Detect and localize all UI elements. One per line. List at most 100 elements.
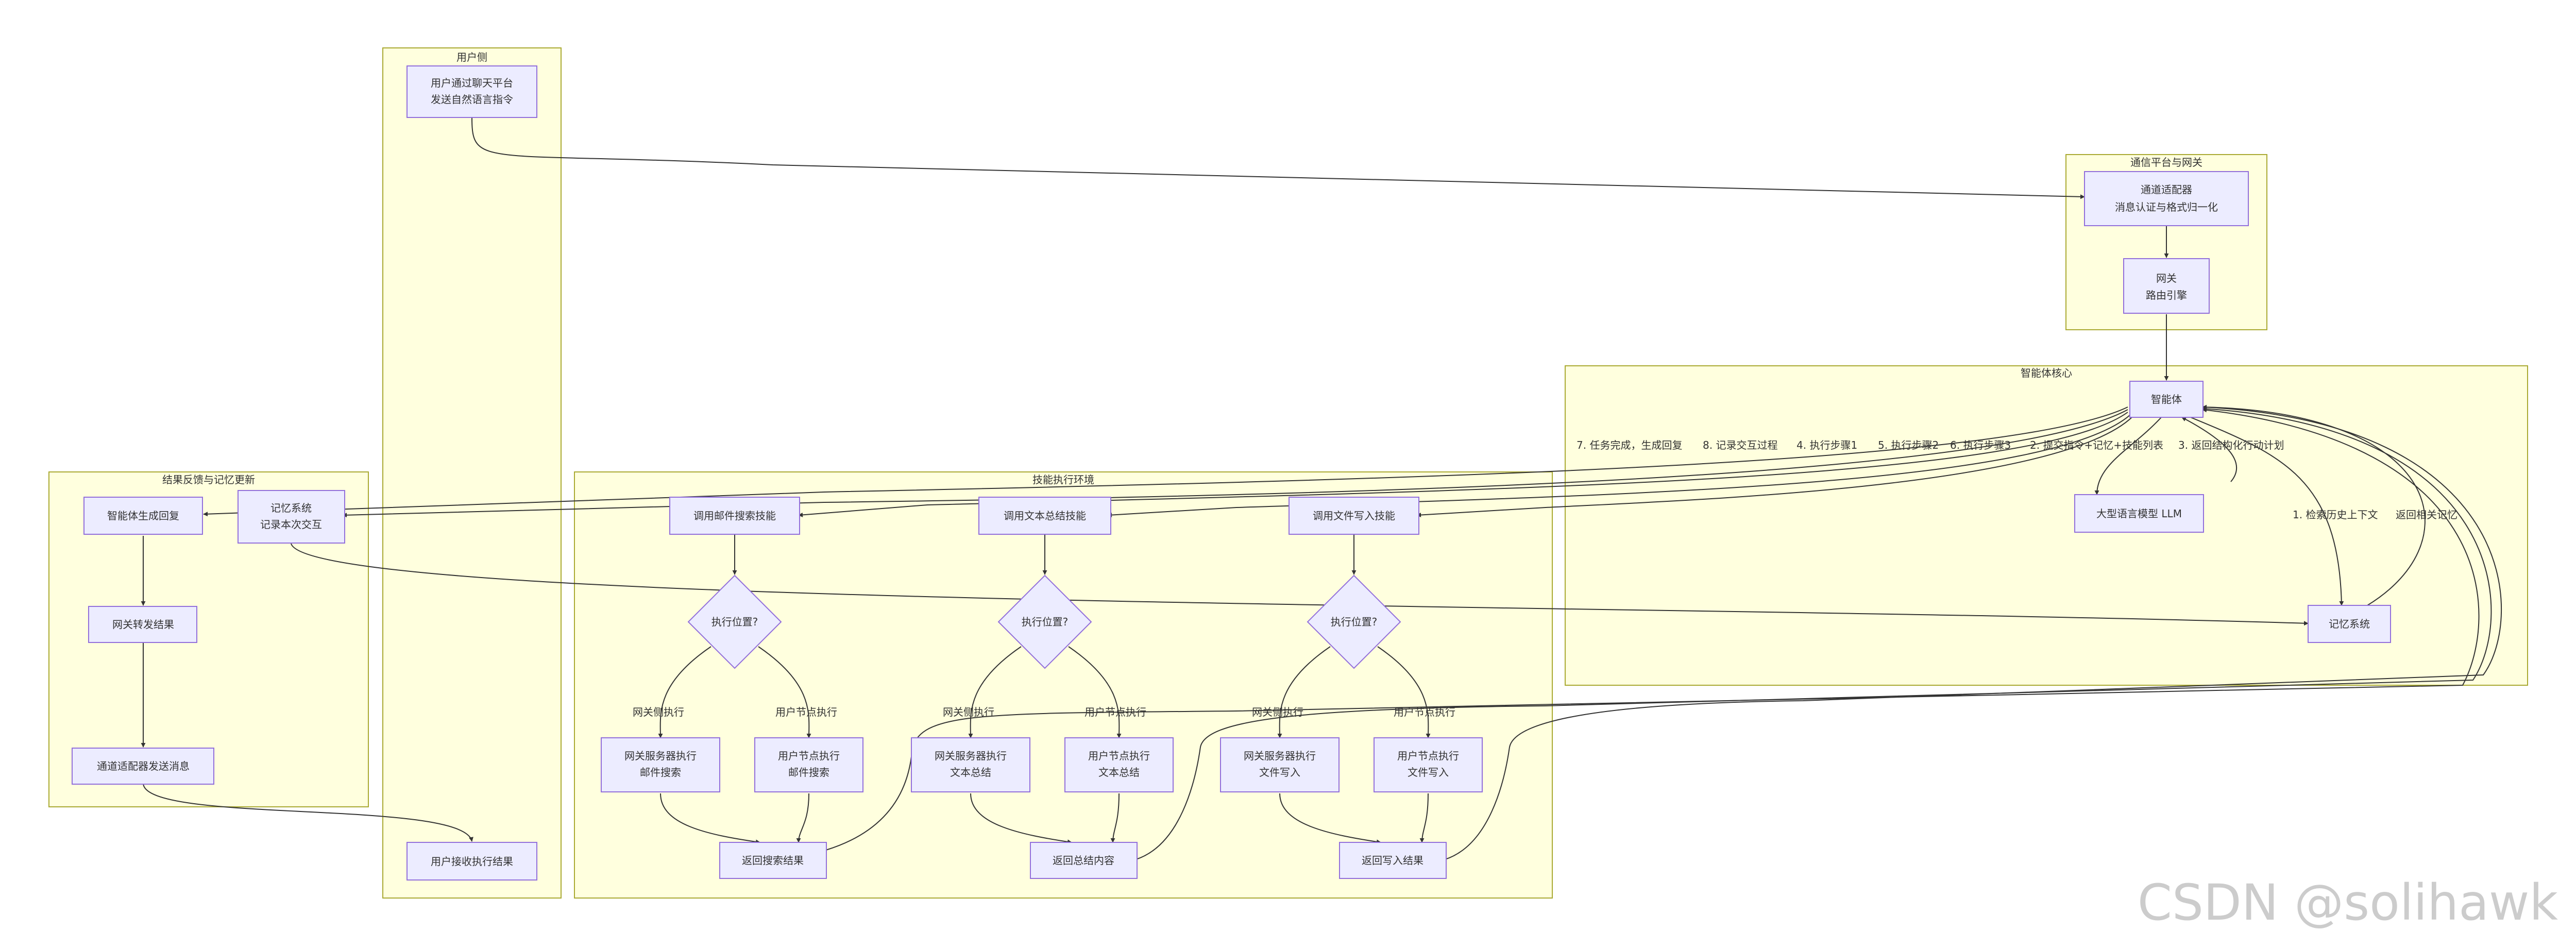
node-gw-email: 网关服务器执行 邮件搜索 — [601, 737, 720, 792]
svg-text:执行位置?: 执行位置? — [711, 616, 758, 628]
decision-summary: 执行位置? — [997, 574, 1092, 669]
edge-label: 用户节点执行 — [1394, 706, 1455, 718]
edge-label: 1. 检索历史上下文 — [2293, 509, 2378, 521]
svg-text:记忆系统: 记忆系统 — [2329, 618, 2370, 630]
svg-text:邮件搜索: 邮件搜索 — [788, 766, 829, 778]
edge-labels: 7. 任务完成，生成回复 8. 记录交互过程 4. 执行步骤1 5. 执行步骤2… — [633, 439, 2458, 718]
edge-return-search-to-agent — [825, 408, 2480, 851]
svg-text:用户节点执行: 用户节点执行 — [1397, 750, 1459, 762]
edge-agent-to-skill-email — [798, 412, 2128, 517]
edge-write-gw-to-return — [1279, 793, 1381, 844]
group-skill-env: 技能执行环境 — [574, 471, 1553, 899]
svg-text:文本总结: 文本总结 — [1098, 766, 1140, 778]
node-user-receive: 用户接收执行结果 — [406, 842, 537, 881]
edge-label: 用户节点执行 — [775, 706, 837, 718]
svg-text:执行位置?: 执行位置? — [1331, 616, 1378, 628]
node-gw-summary: 网关服务器执行 文本总结 — [911, 737, 1030, 792]
edge-agent-to-memory-core — [2184, 414, 2344, 606]
svg-text:网关服务器执行: 网关服务器执行 — [624, 750, 697, 762]
watermark: CSDN @solihawk — [2138, 874, 2558, 932]
node-skill-summary: 调用文本总结技能 — [978, 497, 1111, 535]
edge-memory-core-to-agent — [2202, 404, 2426, 606]
edge-agent-to-skill-write — [1416, 416, 2133, 518]
node-memory-core: 记忆系统 — [2308, 605, 2391, 643]
svg-text:文件写入: 文件写入 — [1408, 766, 1449, 778]
node-return-search: 返回搜索结果 — [719, 842, 827, 879]
svg-text:大型语言模型 LLM: 大型语言模型 LLM — [2096, 507, 2182, 520]
edge-return-summary-to-agent — [1136, 407, 2492, 860]
edge-user-to-adapter — [471, 117, 2085, 199]
edge-return-write-to-agent — [1445, 404, 2502, 860]
edge-write-node-to-return — [1419, 793, 1429, 843]
decision-write: 执行位置? — [1307, 574, 1401, 669]
svg-text:网关服务器执行: 网关服务器执行 — [1244, 750, 1316, 762]
node-agent: 智能体 — [2129, 381, 2204, 418]
edge-adapter-send-to-user — [143, 783, 473, 842]
node-user-write: 用户节点执行 文件写入 — [1374, 737, 1483, 792]
svg-text:通道适配器发送消息: 通道适配器发送消息 — [97, 760, 190, 772]
node-gateway-router: 网关 路由引擎 — [2123, 258, 2210, 314]
svg-text:文件写入: 文件写入 — [1259, 766, 1300, 778]
svg-text:执行位置?: 执行位置? — [1022, 616, 1069, 628]
svg-text:网关转发结果: 网关转发结果 — [112, 618, 174, 631]
svg-text:返回写入结果: 返回写入结果 — [1362, 854, 1423, 867]
node-llm: 大型语言模型 LLM — [2074, 494, 2204, 533]
decision-email: 执行位置? — [687, 574, 782, 669]
edge-decision-summary-node — [1068, 646, 1122, 738]
svg-text:调用文本总结技能: 调用文本总结技能 — [1004, 510, 1086, 522]
svg-text:文本总结: 文本总结 — [950, 766, 991, 778]
svg-text:返回总结内容: 返回总结内容 — [1053, 854, 1114, 867]
edge-email-gw-to-return — [660, 793, 760, 844]
edge-label: 7. 任务完成，生成回复 — [1577, 439, 1682, 451]
svg-text:智能体: 智能体 — [2151, 393, 2182, 405]
edge-label: 3. 返回结构化行动计划 — [2178, 439, 2284, 451]
node-user-summary: 用户节点执行 文本总结 — [1064, 737, 1174, 792]
edge-decision-summary-gw — [968, 646, 1022, 738]
node-memory-record: 记忆系统 记录本次交互 — [238, 490, 345, 544]
edge-label: 用户节点执行 — [1084, 706, 1146, 718]
svg-text:用户通过聊天平台: 用户通过聊天平台 — [431, 77, 513, 89]
svg-text:用户接收执行结果: 用户接收执行结果 — [431, 855, 513, 868]
edge-llm-to-agent — [2181, 417, 2238, 482]
edge-label: 2. 提交指令+记忆+技能列表 — [2030, 439, 2163, 451]
edge-label: 8. 记录交互过程 — [1703, 439, 1777, 451]
node-user-email: 用户节点执行 邮件搜索 — [754, 737, 863, 792]
svg-text:用户节点执行: 用户节点执行 — [778, 750, 840, 762]
svg-text:发送自然语言指令: 发送自然语言指令 — [431, 93, 513, 106]
group-title: 智能体核心 — [2021, 367, 2072, 379]
node-return-write: 返回写入结果 — [1339, 842, 1447, 879]
svg-text:通道适配器: 通道适配器 — [2141, 183, 2192, 196]
nodes: 用户通过聊天平台 发送自然语言指令 用户接收执行结果 通道适配器 消息认证与格式… — [72, 65, 2391, 881]
svg-text:调用邮件搜索技能: 调用邮件搜索技能 — [693, 510, 776, 522]
group-title: 通信平台与网关 — [2130, 156, 2202, 168]
svg-text:用户节点执行: 用户节点执行 — [1088, 750, 1150, 762]
node-agent-reply: 智能体生成回复 — [83, 497, 203, 535]
svg-text:邮件搜索: 邮件搜索 — [640, 766, 681, 778]
group-title: 技能执行环境 — [1032, 473, 1094, 486]
group-user-side: 用户侧 — [382, 47, 562, 899]
edge-decision-email-gw — [658, 646, 711, 738]
node-channel-adapter: 通道适配器 消息认证与格式归一化 — [2084, 171, 2249, 226]
edge-label: 网关侧执行 — [1252, 706, 1303, 718]
edge-label: 4. 执行步骤1 — [1797, 439, 1857, 451]
node-gw-write: 网关服务器执行 文件写入 — [1220, 737, 1340, 792]
node-user-send: 用户通过聊天平台 发送自然语言指令 — [406, 65, 537, 118]
group-title: 结果反馈与记忆更新 — [162, 473, 255, 486]
edge-label: 6. 执行步骤3 — [1950, 439, 2011, 451]
edge-decision-email-node — [758, 646, 811, 738]
svg-text:消息认证与格式归一化: 消息认证与格式归一化 — [2115, 201, 2218, 213]
edge-label: 返回相关记忆 — [2396, 509, 2458, 521]
edge-decision-write-gw — [1277, 646, 1331, 738]
svg-text:记录本次交互: 记录本次交互 — [260, 518, 322, 531]
edge-agent-to-llm — [2094, 417, 2162, 495]
svg-text:调用文件写入技能: 调用文件写入技能 — [1313, 510, 1395, 522]
svg-text:返回搜索结果: 返回搜索结果 — [742, 854, 804, 867]
node-gateway-forward: 网关转发结果 — [88, 606, 197, 643]
edge-agent-to-reply — [203, 407, 2128, 517]
edge-label: 网关侧执行 — [943, 706, 994, 718]
node-return-summary: 返回总结内容 — [1030, 842, 1138, 879]
edge-summary-gw-to-return — [970, 793, 1072, 844]
node-adapter-send: 通道适配器发送消息 — [72, 748, 214, 785]
svg-text:网关: 网关 — [2156, 272, 2177, 284]
